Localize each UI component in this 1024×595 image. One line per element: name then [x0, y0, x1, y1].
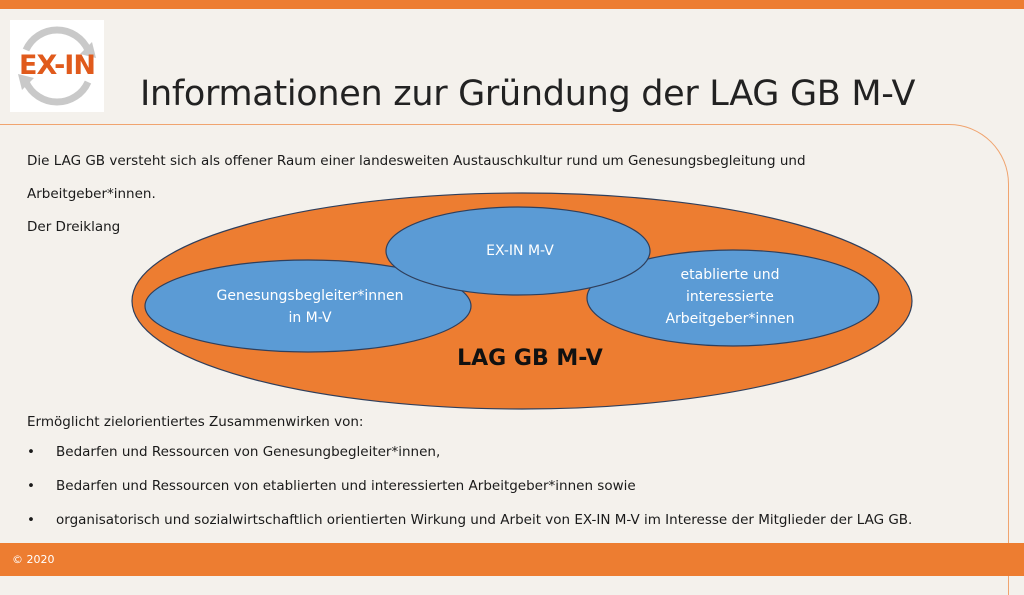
section-intro: Ermöglicht zielorientiertes Zusammenwirk… [27, 414, 364, 430]
lag-gb-label: LAG GB M-V [457, 346, 603, 371]
genesungsbegleiter-label-line-1: Genesungsbegleiter*innen [216, 288, 404, 304]
recycle-arrows-icon [18, 26, 96, 106]
bullet-icon: • [27, 444, 35, 460]
content-frame [0, 124, 1009, 595]
intro-line-1: Die LAG GB versteht sich als offener Rau… [27, 153, 806, 169]
logo-text: EX-IN [19, 50, 96, 81]
list-item: • Bedarfen und Ressourcen von etablierte… [27, 478, 912, 512]
list-item-text: Bedarfen und Ressourcen von Genesungbegl… [56, 444, 441, 460]
list-item-text: Bedarfen und Ressourcen von etablierten … [56, 478, 636, 494]
bullet-icon: • [27, 478, 35, 494]
arbeitgeber-oval-label: etablierte und interessierte Arbeitgeber… [630, 264, 830, 330]
arbeitgeber-oval [586, 249, 880, 347]
intro-line-2: Arbeitgeber*innen. [27, 186, 156, 202]
list-item: • organisatorisch und sozialwirtschaftli… [27, 512, 912, 546]
dreiklang-diagram [131, 192, 913, 410]
lag-gb-oval [131, 192, 913, 410]
genesungsbegleiter-oval-label: Genesungsbegleiter*innen in M-V [190, 285, 430, 329]
bullet-list: • Bedarfen und Ressourcen von Genesungbe… [27, 444, 912, 546]
genesungsbegleiter-oval [144, 259, 472, 353]
genesungsbegleiter-label-line-2: in M-V [288, 310, 332, 326]
bullet-icon: • [27, 512, 35, 528]
footer-bar: © 2020 [0, 543, 1024, 576]
copyright-text: © 2020 [12, 553, 55, 566]
arbeitgeber-label-line-2: interessierte [686, 289, 774, 305]
exin-oval-label: EX-IN M-V [486, 243, 554, 259]
arbeitgeber-label-line-1: etablierte und [680, 267, 780, 283]
arbeitgeber-label-line-3: Arbeitgeber*innen [665, 311, 795, 327]
page-title: Informationen zur Gründung der LAG GB M-… [140, 74, 916, 114]
exin-oval [385, 206, 651, 296]
intro-line-3: Der Dreiklang [27, 219, 121, 235]
list-item-text: organisatorisch und sozialwirtschaftlich… [56, 512, 913, 528]
exin-logo: EX-IN [10, 20, 104, 112]
list-item: • Bedarfen und Ressourcen von Genesungbe… [27, 444, 912, 478]
top-accent-bar [0, 0, 1024, 9]
